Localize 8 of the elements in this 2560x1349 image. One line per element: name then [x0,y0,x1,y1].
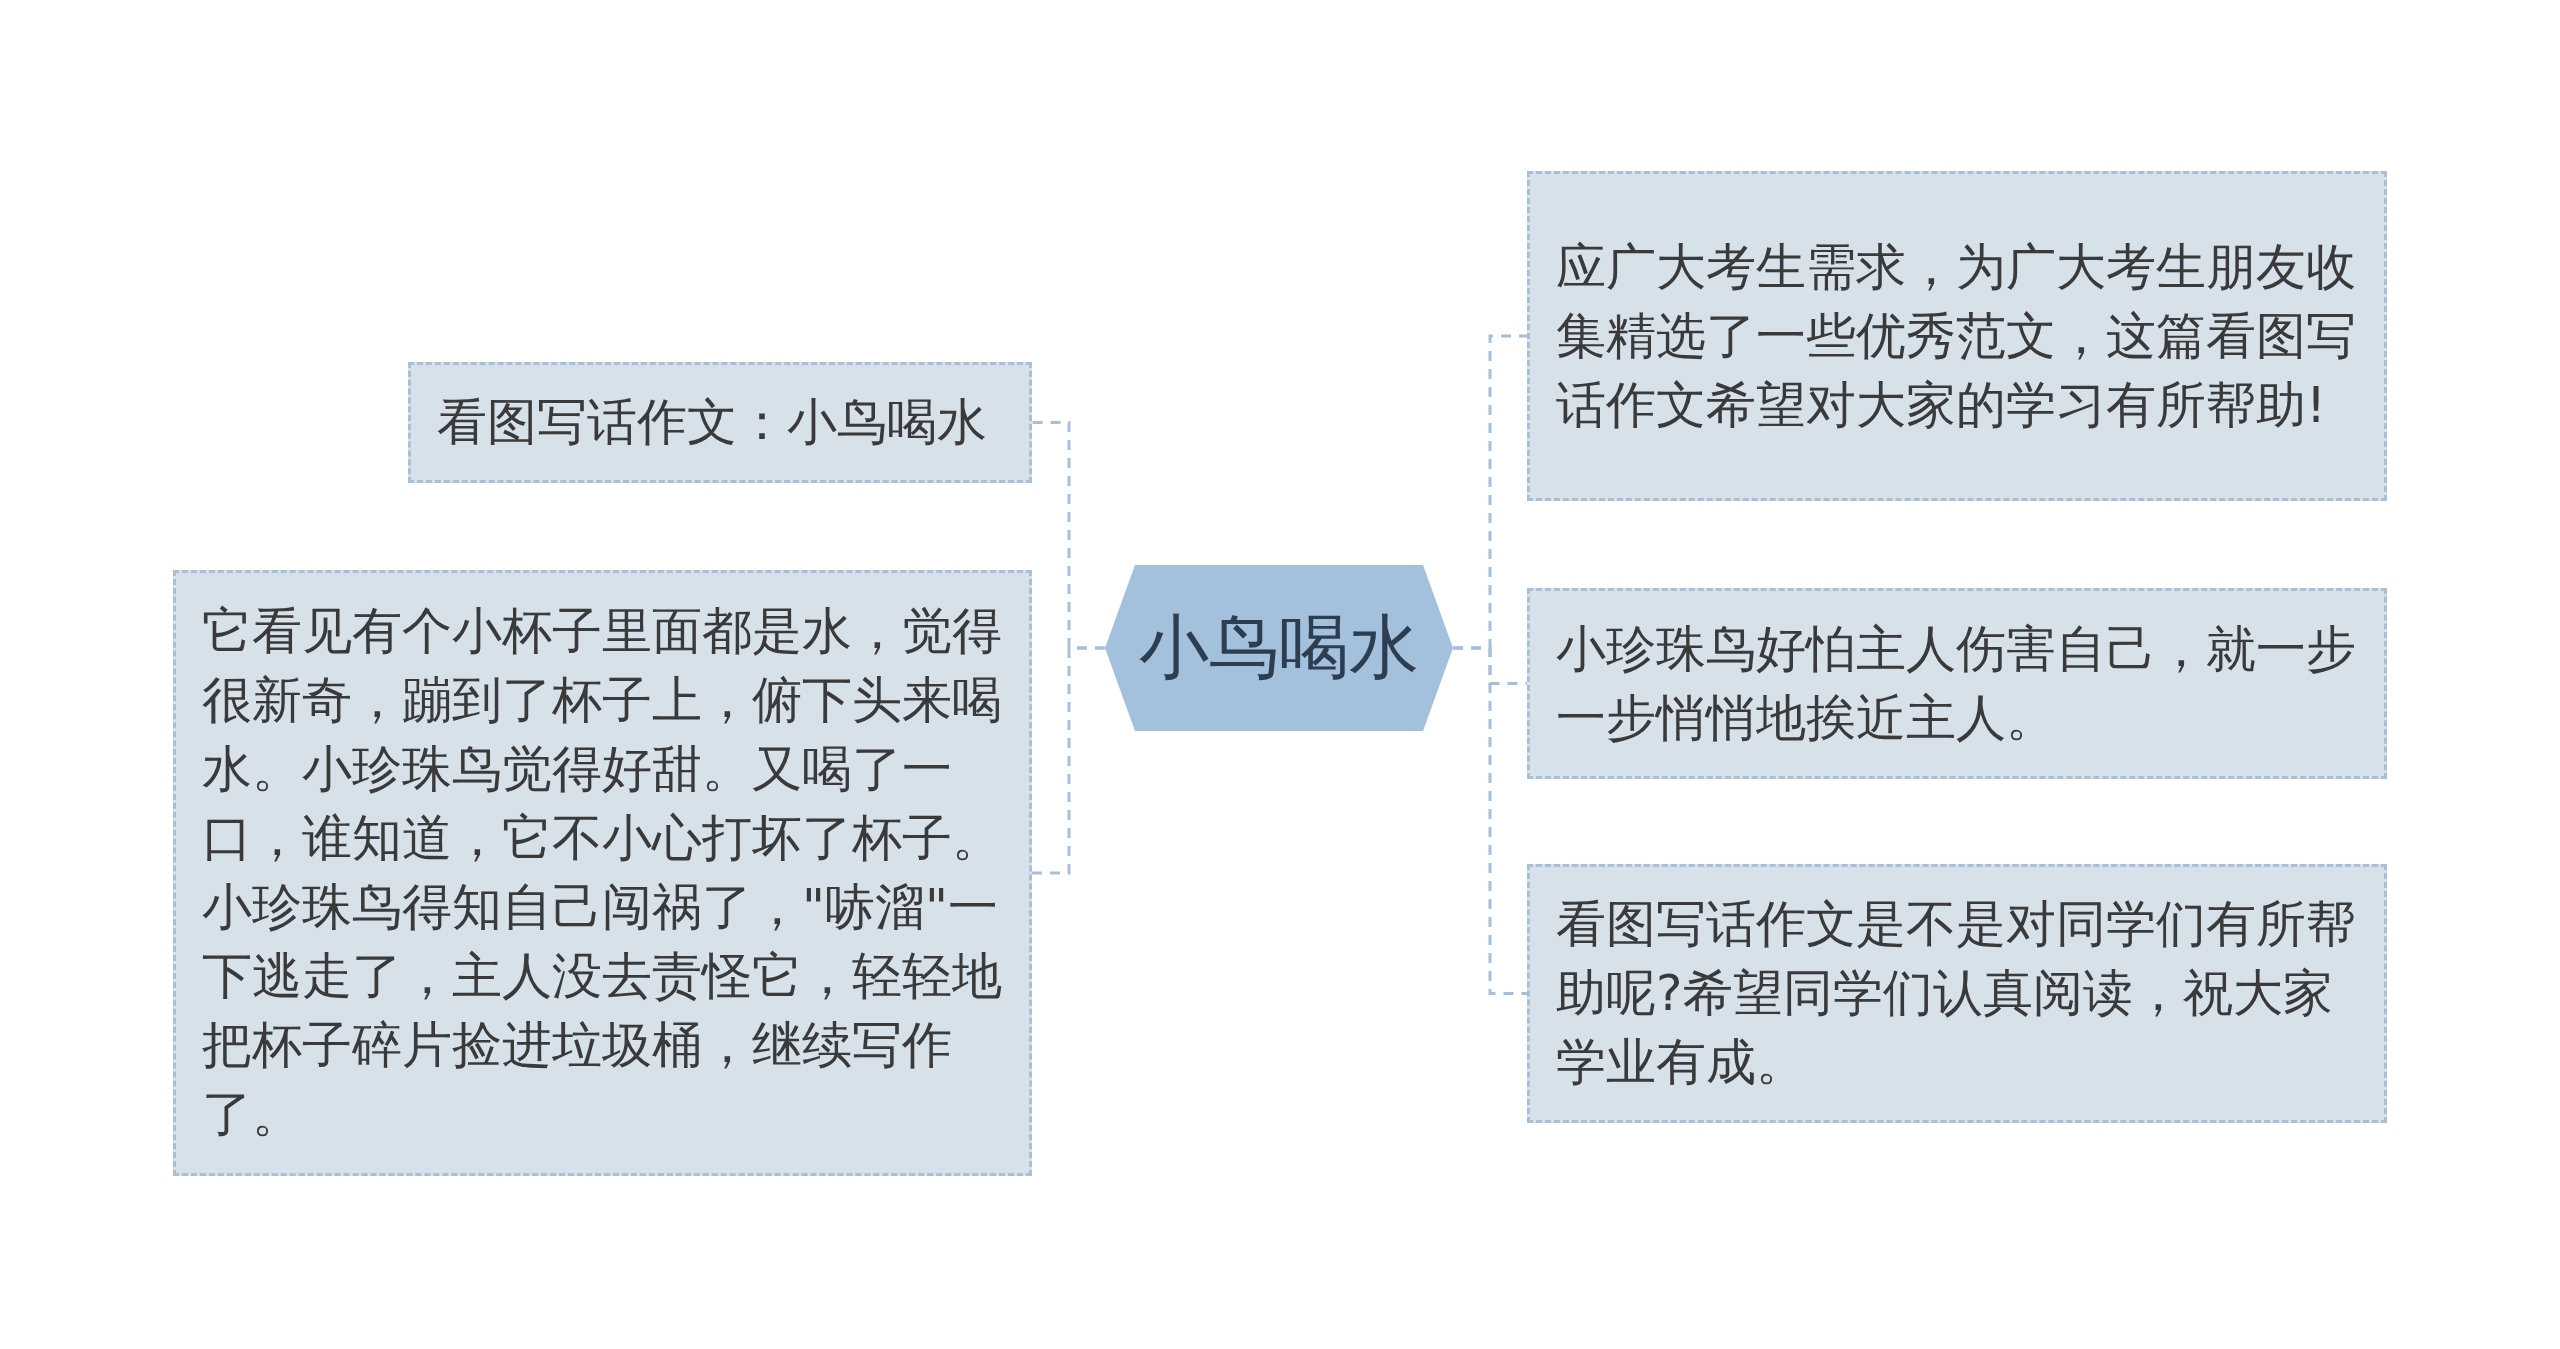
connector-line [1032,646,1105,875]
topic-text: 小鸟喝水 [1139,605,1419,690]
connector-line [1453,646,1527,995]
topic-box: 应广大考生需求，为广大考生朋友收集精选了一些优秀范文，这篇看图写话作文希望对大家的学习有所帮助! [1527,171,2387,501]
topic-box: 看图写话作文是不是对同学们有所帮助呢?希望同学们认真阅读，祝大家学业有成。 [1527,864,2387,1123]
topic-box: 小珍珠鸟好怕主人伤害自己，就一步一步悄悄地挨近主人。 [1527,588,2387,779]
topic-box: 它看见有个小杯子里面都是水，觉得很新奇，蹦到了杯子上，俯下头来喝水。小珍珠鸟觉得好甜。又喝了一口，谁知道，它不小心打坏了杯子。小珍珠鸟得知自己闯祸了，"哧溜"一下逃走了，主人没去责怪它，轻轻地把杯子碎片捡进垃圾桶，继续写作了。 [173,570,1032,1176]
topic-box: 看图写话作文：小鸟喝水 [408,362,1032,483]
